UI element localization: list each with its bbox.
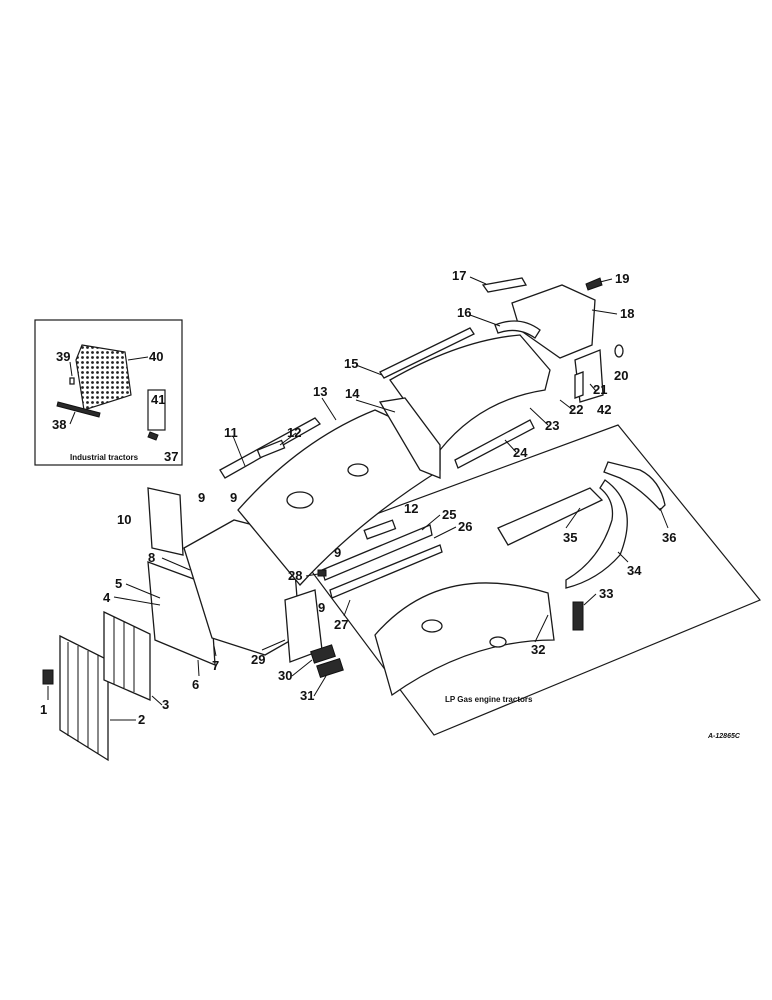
callout-41: 41 xyxy=(151,392,165,407)
callout-21: 21 xyxy=(593,382,607,397)
callout-9d: 9 xyxy=(318,600,325,615)
callout-26: 26 xyxy=(458,519,472,534)
callout-11: 11 xyxy=(224,425,238,440)
callout-8: 8 xyxy=(148,550,155,565)
lp-gas-inset: LP Gas engine tractors xyxy=(291,424,761,736)
plate-part-10 xyxy=(147,487,184,556)
callout-29: 29 xyxy=(251,652,265,667)
hood-hole-32 xyxy=(421,619,443,633)
callout-3: 3 xyxy=(162,697,169,712)
callout-23: 23 xyxy=(545,418,559,433)
vent-part-31 xyxy=(316,657,344,679)
vent-part-30 xyxy=(310,644,336,664)
rail-part-27 xyxy=(329,544,443,599)
callout-24: 24 xyxy=(513,445,528,460)
hood-part-32 xyxy=(374,582,555,697)
callout-12b: 12 xyxy=(404,501,418,516)
hood-cap-13 xyxy=(286,491,314,509)
callout-18: 18 xyxy=(620,306,634,321)
callout-25: 25 xyxy=(442,507,456,522)
bracket-part-17 xyxy=(481,277,528,293)
hood-cap2-13 xyxy=(347,463,369,477)
callout-17: 17 xyxy=(452,268,466,283)
callout-27: 27 xyxy=(334,617,348,632)
ring-part-20 xyxy=(614,344,624,358)
callout-39: 39 xyxy=(56,349,70,364)
callout-38: 38 xyxy=(52,417,66,432)
clip-part-19 xyxy=(585,277,603,291)
callout-30: 30 xyxy=(278,668,292,683)
callout-2: 2 xyxy=(138,712,145,727)
callout-12a: 12 xyxy=(287,425,301,440)
strip-part-38 xyxy=(56,401,101,418)
cover-part-36 xyxy=(603,461,666,511)
callout-9a: 9 xyxy=(198,490,205,505)
grille-part-2 xyxy=(59,634,109,762)
bracket-part-33 xyxy=(572,601,584,631)
callout-36: 36 xyxy=(662,530,676,545)
rail-part-26 xyxy=(321,524,433,581)
clip-part-1 xyxy=(42,669,54,685)
panel-part-34 xyxy=(565,479,628,589)
industrial-caption: Industrial tractors xyxy=(70,453,139,462)
callout-28: 28 xyxy=(288,568,302,583)
callout-20: 20 xyxy=(614,368,628,383)
callout-14: 14 xyxy=(345,386,360,401)
hood-part-23 xyxy=(389,334,551,452)
callout-4: 4 xyxy=(103,590,111,605)
callout-1: 1 xyxy=(40,702,47,717)
callout-9c: 9 xyxy=(334,545,341,560)
strip-part-24 xyxy=(454,419,535,469)
callouts: 1 2 3 4 5 6 7 8 9 9 9 9 10 11 12 12 13 1… xyxy=(40,268,676,727)
insert-part-12b xyxy=(363,519,397,540)
bracket-part-42 xyxy=(574,371,584,399)
callout-5: 5 xyxy=(115,576,122,591)
inset-frame xyxy=(34,319,183,466)
ring-part-16 xyxy=(494,320,541,339)
bolt-part-39 xyxy=(69,377,75,385)
box-part-41 xyxy=(147,389,166,431)
callout-7: 7 xyxy=(212,658,219,673)
plate-part-14 xyxy=(378,397,441,479)
clip-part-37 xyxy=(147,431,159,441)
callout-32: 32 xyxy=(531,642,545,657)
callout-13: 13 xyxy=(313,384,327,399)
callout-15: 15 xyxy=(344,356,358,371)
callout-34: 34 xyxy=(627,563,642,578)
industrial-tractors-inset: Industrial tractors xyxy=(34,319,183,466)
screen-part-40 xyxy=(75,344,132,411)
callout-42: 42 xyxy=(597,402,611,417)
lp-gas-caption: LP Gas engine tractors xyxy=(445,695,533,704)
grille-part-3 xyxy=(103,610,151,701)
panel-part-35 xyxy=(497,487,604,546)
clip-part-28 xyxy=(317,569,327,577)
callout-35: 35 xyxy=(563,530,577,545)
hood-hole2-32 xyxy=(489,636,507,648)
drawing-number: A-12865C xyxy=(707,733,741,740)
callout-22: 22 xyxy=(569,402,583,417)
main-assembly xyxy=(42,277,624,762)
callout-37: 37 xyxy=(164,449,178,464)
leader-lines xyxy=(47,276,669,721)
callout-40: 40 xyxy=(149,349,163,364)
callout-9b: 9 xyxy=(230,490,237,505)
callout-31: 31 xyxy=(300,688,314,703)
insert-part-12a xyxy=(256,439,286,459)
strip-part-15 xyxy=(379,327,475,379)
callout-19: 19 xyxy=(615,271,629,286)
callout-10: 10 xyxy=(117,512,131,527)
callout-33: 33 xyxy=(599,586,613,601)
callout-6: 6 xyxy=(192,677,199,692)
callout-16: 16 xyxy=(457,305,471,320)
